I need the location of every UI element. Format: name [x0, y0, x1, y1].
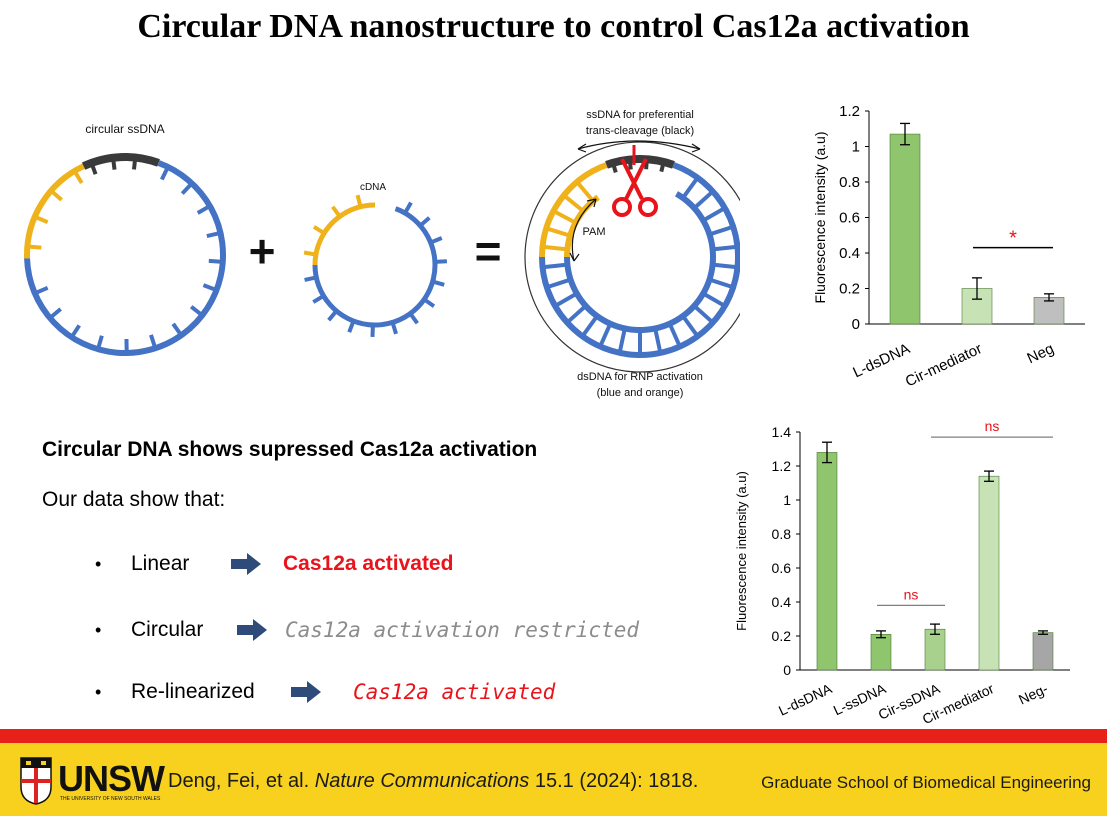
- y-tick-label: 1: [852, 139, 860, 156]
- arrow-right-icon: [237, 619, 267, 641]
- y-tick-label: 1: [783, 492, 791, 508]
- bullet-circular: • Circular Cas12a activation restricted: [95, 614, 639, 646]
- y-tick-label: 0.8: [839, 174, 860, 191]
- pam-arrow-icon: [571, 198, 597, 262]
- bullet-result: Cas12a activation restricted: [285, 618, 640, 642]
- y-tick-label: 0.4: [772, 594, 792, 610]
- bar: [870, 634, 892, 671]
- plus-sign: +: [249, 225, 276, 277]
- hybrid-ring: [524, 141, 740, 373]
- arrow-right-icon: [291, 681, 321, 703]
- bar: [924, 628, 946, 671]
- y-axis-label: Fluorescence intensity (a.u): [734, 471, 749, 631]
- y-tick-label: 1.2: [772, 458, 792, 474]
- category-label: Cir-mediator: [903, 340, 985, 390]
- scissors-icon: [612, 145, 658, 217]
- citation-journal: Nature Communications: [314, 770, 530, 792]
- bullet-dot: •: [95, 619, 102, 640]
- bullet-term: Circular: [131, 618, 204, 641]
- bullet-term: Re-linearized: [131, 680, 255, 703]
- footer-bar: [0, 743, 1107, 816]
- bar: [978, 475, 1000, 671]
- y-tick-label: 0.8: [772, 526, 792, 542]
- bar: [1033, 297, 1065, 325]
- footer-stripe: [0, 729, 1107, 743]
- bullet-result: Cas12a activated: [283, 552, 454, 575]
- y-tick-label: 1.2: [839, 103, 860, 120]
- label-pam: PAM: [582, 226, 605, 238]
- orange-segment: [312, 211, 345, 266]
- label-cdna: cDNA: [360, 182, 386, 193]
- findings-heading: Circular DNA shows supressed Cas12a acti…: [42, 438, 538, 461]
- bar: [1032, 632, 1054, 671]
- unsw-logo-text: UNSW: [58, 758, 165, 799]
- significance-star: *: [1009, 228, 1017, 250]
- citation-authors: Deng, Fei, et al.: [168, 770, 310, 792]
- arrow-right-icon: [231, 553, 261, 575]
- y-tick-label: 0.6: [772, 560, 792, 576]
- bullet-dot: •: [95, 681, 102, 702]
- bullet-result: Cas12a activated: [353, 680, 556, 704]
- slide-title: Circular DNA nanostructure to control Ca…: [137, 8, 970, 45]
- school-name: Graduate School of Biomedical Engineerin…: [761, 773, 1091, 792]
- significance-label: ns: [904, 586, 919, 602]
- dna-diagram: + = circular ssDNA cDNA ssDNA for prefer…: [24, 109, 740, 399]
- cdna-arc: [303, 194, 448, 338]
- citation: Deng, Fei, et al. Nature Communications …: [168, 770, 698, 793]
- bar: [816, 452, 838, 671]
- black-segment: [81, 153, 160, 170]
- label-dsdna-line1: dsDNA for RNP activation: [577, 371, 703, 383]
- y-tick-label: 0.6: [839, 210, 860, 227]
- bar: [889, 133, 921, 325]
- blue-segment: [312, 206, 438, 328]
- citation-rest: 15.1 (2024): 1818.: [534, 770, 699, 792]
- y-tick-label: 0.4: [839, 245, 860, 262]
- y-tick-label: 0.2: [772, 628, 792, 644]
- bullet-term: Linear: [131, 552, 190, 575]
- span-arrow-icon: [577, 140, 701, 150]
- category-label: Neg: [1025, 340, 1057, 367]
- equals-sign: =: [475, 225, 502, 277]
- y-tick-label: 1.4: [772, 424, 792, 440]
- unsw-crest-icon: [20, 757, 52, 805]
- outer-boundary: [524, 141, 740, 373]
- label-ssdna-line1: ssDNA for preferential: [586, 109, 694, 121]
- label-ssdna-line2: trans-cleavage (black): [586, 125, 694, 137]
- category-label: Neg-: [1016, 680, 1051, 707]
- y-tick-label: 0: [783, 662, 791, 678]
- category-label: L-dsDNA: [776, 680, 835, 719]
- bullet-dot: •: [95, 553, 102, 574]
- y-tick-label: 0.2: [839, 281, 860, 298]
- unsw-logo-subtext: THE UNIVERSITY OF NEW SOUTH WALES: [60, 796, 161, 802]
- circular-ssdna-ring: [24, 153, 226, 356]
- bullet-linear: • Linear Cas12a activated: [95, 548, 453, 580]
- orange-segment: [24, 163, 85, 259]
- label-dsdna-line2: (blue and orange): [597, 387, 684, 399]
- y-axis-label: Fluorescence intensity (a.u): [812, 132, 828, 304]
- label-circular-ssdna: circular ssDNA: [85, 122, 164, 136]
- findings-intro: Our data show that:: [42, 488, 226, 511]
- blue-segment: [24, 160, 226, 356]
- significance-label: ns: [985, 418, 1000, 434]
- y-tick-label: 0: [852, 316, 860, 333]
- bullet-relinearized: • Re-linearized Cas12a activated: [95, 676, 555, 708]
